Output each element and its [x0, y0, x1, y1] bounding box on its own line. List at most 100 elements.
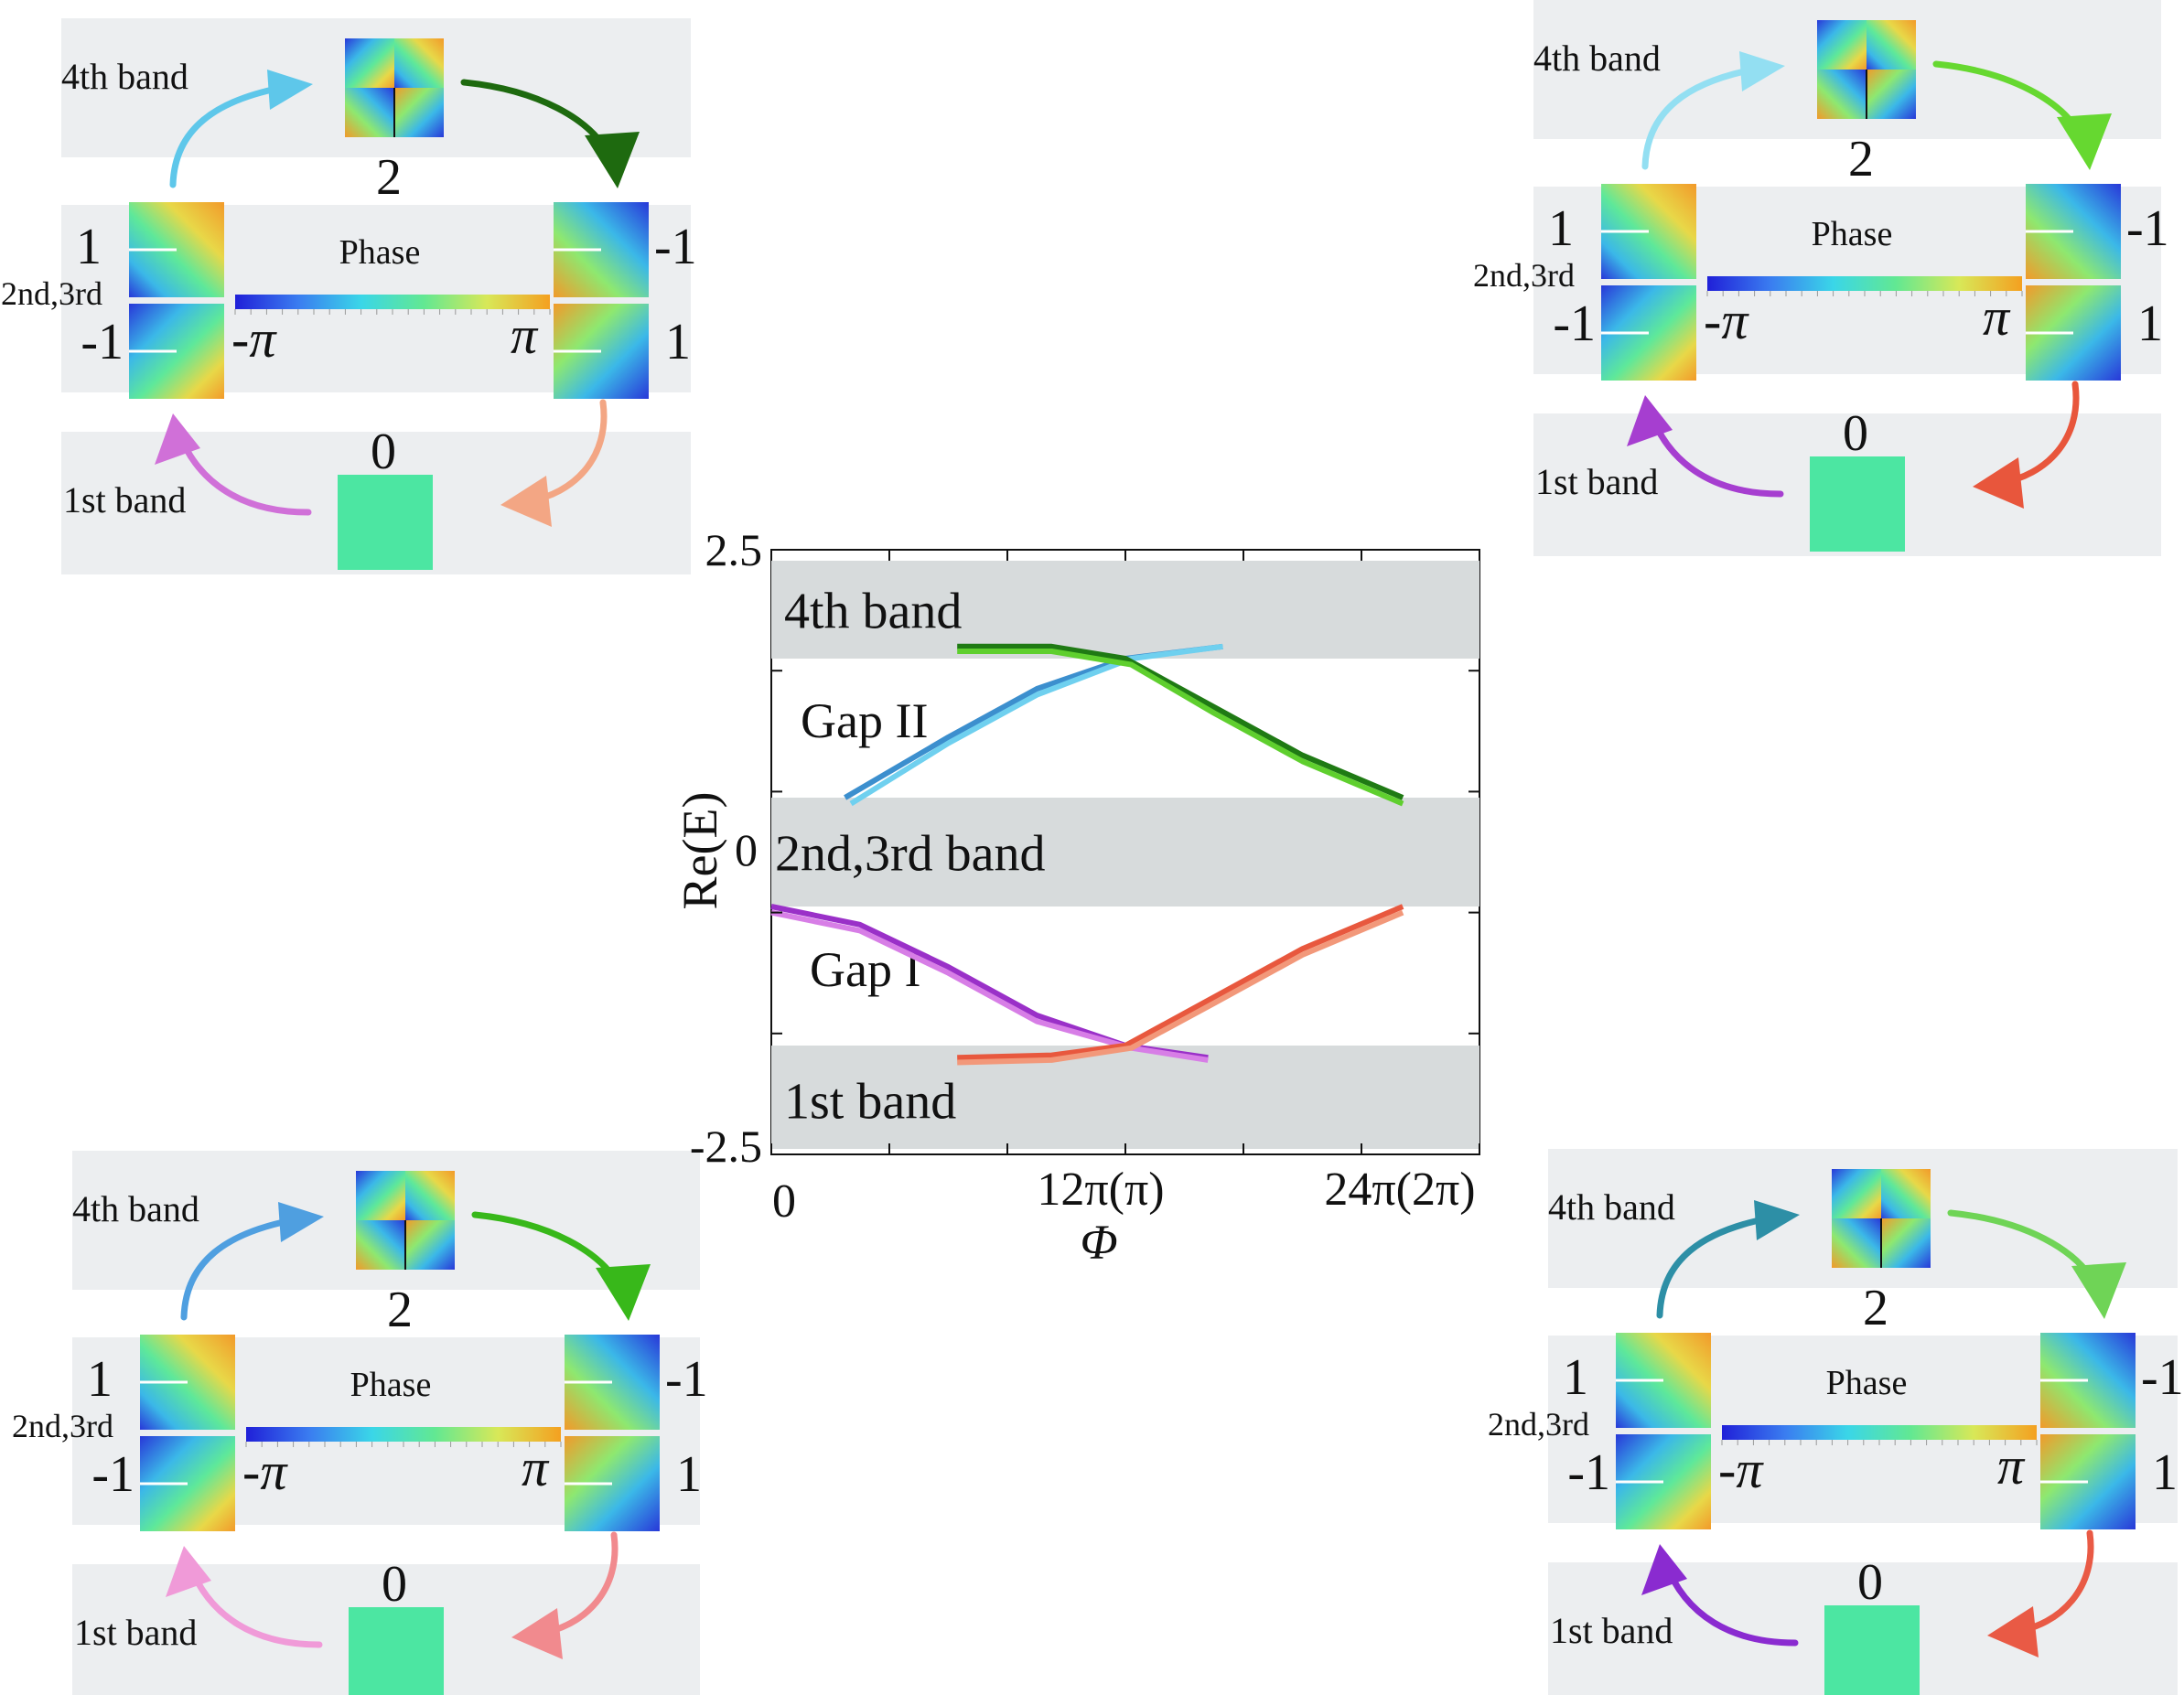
charge-2-vortex	[356, 1171, 455, 1270]
left-bottom-charge: -1	[91, 1446, 134, 1503]
band4-label: 4th band	[1533, 38, 1661, 79]
charge-2-vortex-q1	[356, 1171, 405, 1220]
phase-label: Phase	[339, 233, 421, 272]
band-curve	[957, 643, 1404, 800]
charge-2-vortex	[345, 38, 444, 137]
charge-2-vortex-q4	[394, 88, 444, 137]
charge-2-vortex-q2	[1881, 1169, 1931, 1218]
arrow-down-right-head	[2057, 113, 2112, 170]
arrow-up-left-shaft	[180, 1217, 296, 1321]
arrow-down-left	[1973, 381, 2080, 509]
arrow-down-left	[1987, 1529, 2094, 1657]
band1-label: 1st band	[1550, 1610, 1673, 1651]
left-top-vortex	[1616, 1333, 1711, 1428]
charge-2-vortex	[1817, 20, 1916, 119]
left-top-charge: 1	[1563, 1349, 1588, 1406]
right-bottom-charge: 1	[2137, 295, 2163, 352]
arrow-down-right	[471, 1211, 651, 1321]
right-top-vortex	[565, 1335, 660, 1430]
band4-label: 4th band	[1548, 1186, 1675, 1228]
right-bottom-vortex	[554, 304, 649, 399]
band4-label: 4th band	[61, 56, 188, 97]
arrow-up-left-head	[1754, 1200, 1800, 1240]
phase-label: Phase	[1826, 1364, 1908, 1402]
charge-2-vortex-q1	[1832, 1169, 1881, 1218]
band1-label: 1st band	[63, 479, 186, 520]
right-bottom-vortex	[2026, 285, 2121, 381]
right-top-vortex	[554, 202, 649, 297]
charge-0-tile	[1810, 456, 1905, 552]
right-top-vortex	[2040, 1333, 2136, 1428]
arrow-up-left	[169, 70, 313, 188]
arrow-up-left	[1641, 51, 1785, 170]
pi-label: π	[1983, 287, 2011, 347]
top-charge-number: 2	[1848, 131, 1874, 188]
left-bottom-vortex	[1601, 285, 1696, 381]
charge-0-tile	[338, 475, 433, 570]
arrow-up-left	[180, 1202, 324, 1321]
arrow-up-to-left	[166, 1546, 323, 1648]
left-top-vortex	[1601, 184, 1696, 279]
bottom-charge-number: 0	[371, 424, 396, 480]
right-bottom-charge: 1	[665, 314, 691, 370]
band-curve	[957, 909, 1404, 1066]
arrow-down-left	[500, 399, 608, 527]
arrow-down-right	[460, 79, 640, 188]
band-region	[771, 561, 1479, 659]
arrow-up-left	[1656, 1200, 1800, 1319]
x-tick-label: 0	[772, 1175, 796, 1228]
charge-2-vortex-q2	[1867, 20, 1916, 70]
arrow-up-left-shaft	[1641, 66, 1757, 170]
neg-pi-label: -π	[242, 1442, 288, 1501]
neg-pi-label: -π	[1718, 1440, 1764, 1499]
arrow-up-left-head	[267, 70, 313, 110]
right-bottom-vortex	[565, 1436, 660, 1531]
top-charge-number: 2	[1863, 1280, 1888, 1336]
arrow-down-right	[1932, 60, 2112, 170]
arrow-down-right-head	[2071, 1262, 2126, 1319]
neg-pi-label: -π	[231, 309, 277, 369]
gap-label: Gap II	[801, 693, 928, 748]
charge-2-vortex-q2	[394, 38, 444, 88]
phase-colorbar	[235, 295, 550, 309]
pi-label: π	[522, 1438, 550, 1497]
charge-0-tile	[349, 1607, 444, 1695]
phase-colorbar	[1722, 1425, 2037, 1440]
band-curve	[770, 909, 1209, 1063]
charge-2-vortex-q4	[1867, 70, 1916, 119]
band1-label: 1st band	[1535, 461, 1658, 502]
charge-2-vortex-q2	[405, 1171, 455, 1220]
band-region-label: 1st band	[784, 1074, 956, 1131]
band23-label: 2nd,3rd	[1, 275, 102, 312]
arrow-up-left-shaft	[169, 84, 285, 188]
phase-label: Phase	[350, 1366, 432, 1404]
arrow-down-left-head	[500, 476, 552, 527]
top-charge-number: 2	[376, 149, 402, 206]
bottom-charge-number: 0	[1843, 405, 1868, 462]
charge-2-vortex-q3	[1832, 1218, 1881, 1268]
top-charge-number: 2	[387, 1282, 413, 1338]
bottom-charge-number: 0	[382, 1556, 407, 1613]
arrow-up-left-head	[278, 1202, 324, 1242]
arrow-down-left	[511, 1531, 619, 1659]
arrow-down-right-head	[585, 132, 640, 188]
right-top-charge: -1	[654, 219, 697, 275]
band-region	[771, 798, 1479, 907]
phase-colorbar	[1707, 276, 2022, 291]
charge-2-vortex-q4	[405, 1220, 455, 1270]
band-region	[771, 1046, 1479, 1149]
right-bottom-charge: 1	[2152, 1444, 2178, 1501]
arrow-up-left-head	[1739, 51, 1785, 91]
x-axis-label: Φ	[1080, 1215, 1117, 1270]
charge-2-vortex	[1832, 1169, 1931, 1268]
left-top-vortex	[129, 202, 224, 297]
right-bottom-charge: 1	[676, 1446, 702, 1503]
arrow-up-to-left	[155, 413, 312, 516]
left-bottom-vortex	[140, 1436, 235, 1531]
band-curve	[957, 649, 1404, 807]
band4-label: 4th band	[72, 1188, 199, 1229]
arrow-down-left-head	[1987, 1606, 2039, 1657]
